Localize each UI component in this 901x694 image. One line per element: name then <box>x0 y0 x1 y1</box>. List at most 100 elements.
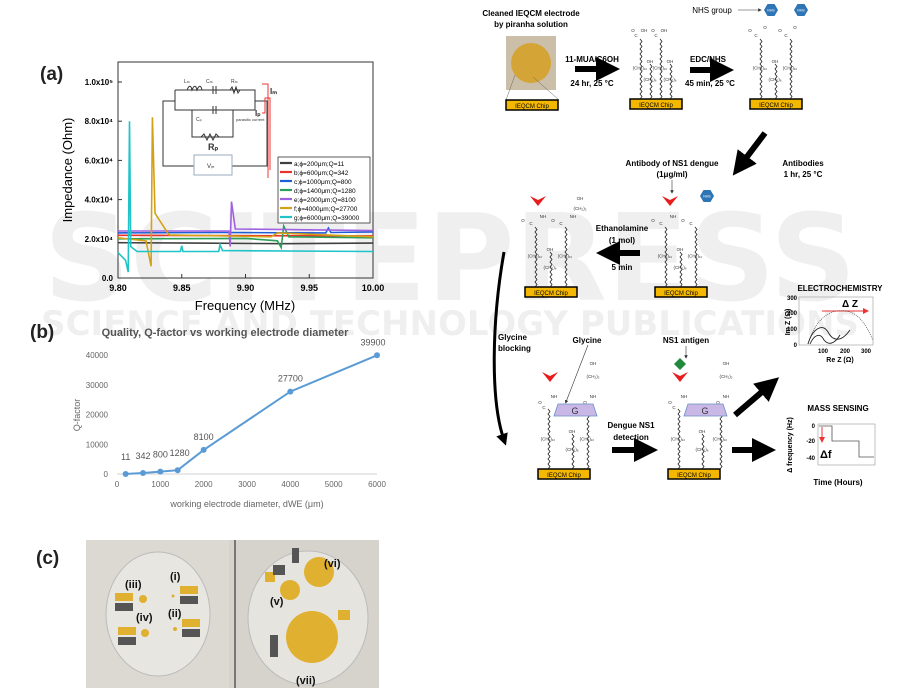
voltage-source <box>193 154 233 176</box>
alkyl-chain <box>789 38 793 100</box>
chem-label: (CH₂)₂ <box>720 374 733 379</box>
x-tick-label: 4000 <box>281 480 299 489</box>
glycine-blocking-line1: Glycine <box>498 333 527 342</box>
nhs-hexagon <box>764 3 778 17</box>
x-tick-label: 2000 <box>195 480 213 489</box>
arrow-glycine-blocking <box>492 251 508 446</box>
chem-label: O <box>778 28 782 33</box>
chem-label: (CH₂)₆ <box>565 447 578 452</box>
chem-label: O <box>631 28 635 33</box>
chem-label: (CH₂)₆ <box>643 77 656 82</box>
chem-label: O <box>763 25 767 30</box>
antibodies-condition: 1 hr, 25 °C <box>784 170 823 179</box>
delta-z-label: Δ Z <box>842 299 858 310</box>
alkyl-chain <box>719 408 723 470</box>
alkyl-chain <box>547 408 551 470</box>
chem-label: (CH₂)₁₀ <box>753 66 768 71</box>
chem-label: O <box>793 25 797 30</box>
chem-label: NH <box>570 214 577 219</box>
ec-ytick: 300 <box>787 296 798 302</box>
glycine-letter: G <box>571 406 578 416</box>
alkyl-chain <box>649 63 653 100</box>
electrode-label-iv: (iv) <box>136 612 153 624</box>
chem-label: OH <box>723 361 730 366</box>
legend-entry: c;ϕ=1000μm;Q=800 <box>294 179 352 186</box>
data-point <box>374 352 380 359</box>
mass-xlabel: Time (Hours) <box>813 478 863 487</box>
y-tick-label: 8.0x10⁴ <box>85 117 113 126</box>
legend-entry: g;ϕ=6000μm;Q=39000 <box>294 215 360 222</box>
y-tick-label: 2.0x10⁴ <box>85 235 113 244</box>
mass-sensing-inset: MASS SENSING Δf 0 -20 -40 Time (Hours) Δ… <box>787 404 876 487</box>
x-tick-label: 1000 <box>151 480 169 489</box>
antibody <box>530 196 546 206</box>
chem-label: NH <box>540 214 547 219</box>
chem-label: (CH₂)₆ <box>673 265 686 270</box>
chart-title: Quality, Q-factor vs working electrode d… <box>102 327 349 339</box>
legend-entry: a;ϕ=200μm;Q=11 <box>294 161 345 168</box>
alkyl-chain <box>571 433 575 470</box>
antibodies-reagent: Antibodies <box>782 159 824 168</box>
ec-xtick: 100 <box>818 349 829 355</box>
circuit-inset <box>162 83 271 178</box>
antibody <box>662 196 678 206</box>
chem-label: OH <box>641 28 648 33</box>
electrode-label-iii: (iii) <box>125 579 142 591</box>
alkyl-chain <box>669 63 673 100</box>
ieqcm-chip <box>524 286 578 298</box>
data-label: 1280 <box>170 448 190 458</box>
data-label: 342 <box>135 451 150 461</box>
x-tick-label: 3000 <box>238 480 256 489</box>
electrode-label-vi: (vi) <box>324 558 341 570</box>
legend-entry: b;ϕ=600μm;Q=342 <box>294 170 349 177</box>
chem-label: (CH₂)₁₀ <box>783 66 798 71</box>
nhs-group-label: NHS group <box>692 6 732 15</box>
series-line-e <box>118 201 374 247</box>
panel-label-b: (b) <box>30 322 55 343</box>
glycine-block <box>553 403 598 417</box>
series-line-a <box>117 241 374 245</box>
ns1-antigen-label: NS1 antigen <box>663 336 709 345</box>
chem-label: OH <box>547 247 554 252</box>
data-point <box>287 388 294 395</box>
x-axis-title: Frequency (MHz) <box>195 298 295 313</box>
arrow-glycine-pointer <box>564 344 589 404</box>
antibody <box>542 372 558 382</box>
ieqcm-chip <box>749 98 803 110</box>
chip-label: IEQCM Chip <box>547 473 581 479</box>
chip-label: IEQCM Chip <box>664 291 698 297</box>
chem-label: O <box>551 218 555 223</box>
alkyl-chain <box>759 38 763 100</box>
chem-label: O <box>681 218 685 223</box>
chem-label: NH <box>681 394 688 399</box>
data-label: 800 <box>153 450 168 460</box>
x-tick-label: 9.85 <box>173 283 191 293</box>
circuit-label-cp: Cₚ <box>196 117 202 123</box>
ec-xlabel: Re Z (Ω) <box>826 357 853 364</box>
chem-label: C <box>659 221 663 226</box>
chem-label: OH <box>667 59 674 64</box>
y-tick-label: 4.0x10⁴ <box>85 196 113 205</box>
chem-label: O <box>668 400 672 405</box>
resistor-rm <box>229 85 241 95</box>
alkyl-chain <box>534 226 538 288</box>
y-tick-label: 1.0x10⁵ <box>85 78 113 87</box>
ethanolamine-condition: 5 min <box>612 263 633 272</box>
circuit-label-rm: Rₘ <box>231 79 238 85</box>
chem-label: (CH₂)₁₀ <box>580 437 595 442</box>
series-line-f <box>117 117 374 267</box>
chem-label: (CH₂)₁₀ <box>558 254 573 259</box>
legend-entry: d;ϕ=1400μm;Q=1280 <box>294 188 356 195</box>
electrode-label-vii: (vii) <box>296 675 316 687</box>
chem-label: NH <box>723 394 730 399</box>
ieqcm-chip <box>667 468 721 480</box>
chem-label: OH <box>590 361 597 366</box>
chem-label: NH <box>670 214 677 219</box>
y-tick-label: 6.0x10⁴ <box>85 156 113 165</box>
chem-label: O <box>583 400 587 405</box>
data-point <box>122 470 129 477</box>
chem-label: (CH₂)₁₀ <box>688 254 703 259</box>
chem-label: C <box>559 221 563 226</box>
